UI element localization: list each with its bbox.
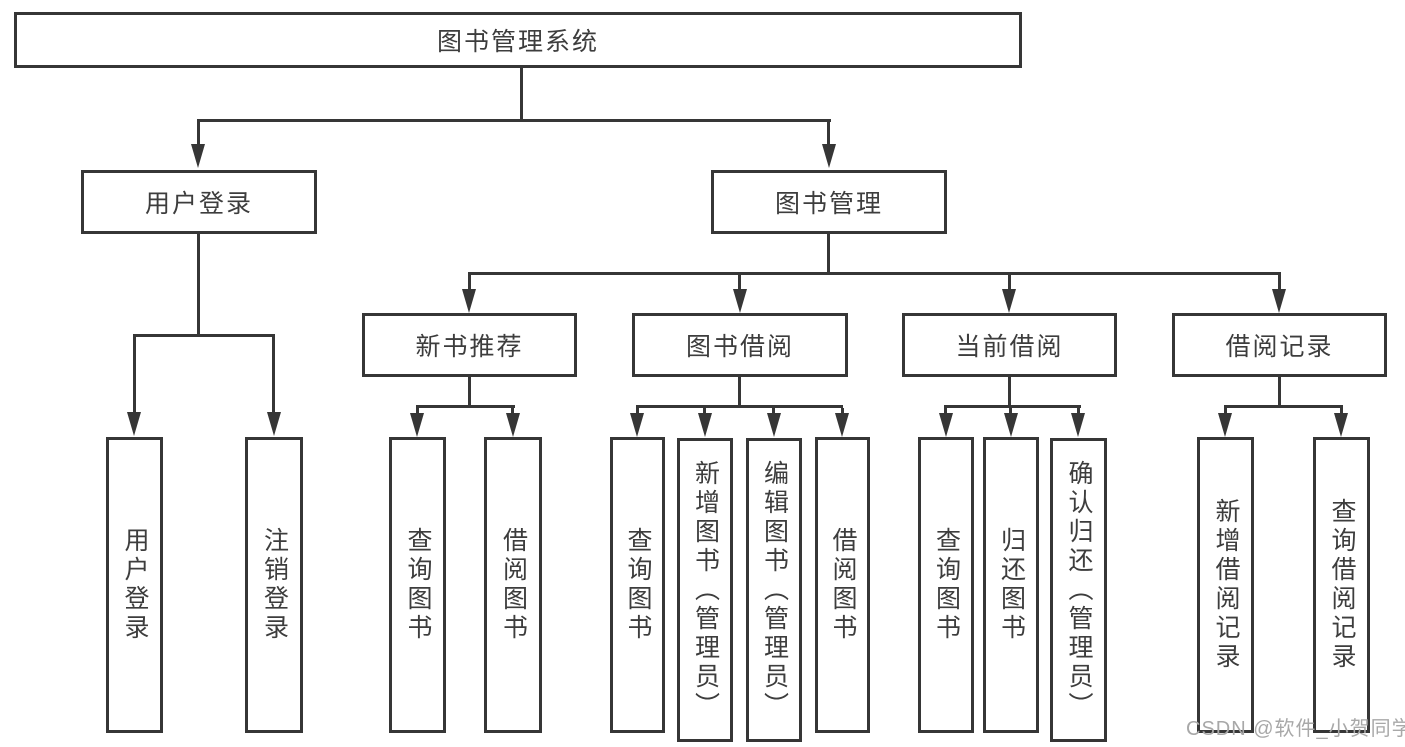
connector-borrow-rail	[636, 405, 843, 408]
node-book-management: 图书管理	[711, 170, 947, 234]
arrow-down-icon	[835, 413, 849, 437]
connector-current-stem-3	[1077, 408, 1080, 414]
arrow-down-icon	[191, 144, 205, 168]
connector-level3-rail	[468, 272, 1281, 275]
connector-level3-stem-4	[1278, 275, 1281, 289]
arrow-down-icon	[1218, 413, 1232, 437]
connector-recommend-drop	[468, 377, 471, 405]
leaf-user-login: 用户登录	[106, 437, 163, 733]
leaf-records-query-record-label: 查询借阅记录	[1328, 498, 1356, 672]
connector-current-stem-1	[944, 408, 947, 414]
arrow-down-icon	[767, 413, 781, 437]
leaf-current-return-books: 归还图书	[983, 437, 1039, 733]
connector-borrow-stem-4	[841, 408, 844, 414]
connector-current-stem-2	[1009, 408, 1012, 414]
arrow-down-icon	[267, 412, 281, 436]
arrow-down-icon	[410, 413, 424, 437]
arrow-down-icon	[1071, 413, 1085, 437]
arrow-down-icon	[630, 413, 644, 437]
leaf-borrow-edit-books-admin-label: 编辑图书（管理员）	[760, 459, 789, 721]
leaf-current-query-books: 查询图书	[918, 437, 974, 733]
leaf-borrow-query-books-label: 查询图书	[624, 527, 652, 643]
arrow-down-icon	[733, 289, 747, 313]
leaf-current-query-books-label: 查询图书	[932, 527, 961, 643]
arrow-down-icon	[1334, 413, 1348, 437]
connector-book-management-drop	[827, 234, 830, 272]
node-user-login: 用户登录	[81, 170, 317, 234]
node-current-borrow: 当前借阅	[902, 313, 1117, 377]
leaf-current-confirm-return-admin: 确认归还（管理员）	[1050, 438, 1107, 742]
arrow-down-icon	[127, 412, 141, 436]
leaf-logout: 注销登录	[245, 437, 303, 733]
node-new-book-recommend: 新书推荐	[362, 313, 577, 377]
connector-level2-left-stem	[197, 122, 200, 146]
connector-level3-stem-1	[468, 275, 471, 289]
connector-records-rail	[1224, 405, 1343, 408]
leaf-borrow-borrow-books: 借阅图书	[815, 437, 870, 733]
connector-borrow-stem-2	[703, 408, 706, 414]
arrow-down-icon	[939, 413, 953, 437]
arrow-down-icon	[506, 413, 520, 437]
arrow-down-icon	[822, 144, 836, 168]
arrow-down-icon	[1272, 289, 1286, 313]
arrow-down-icon	[462, 289, 476, 313]
leaf-borrow-query-books: 查询图书	[610, 437, 665, 733]
connector-user-login-rail	[133, 334, 275, 337]
connector-records-stem-2	[1340, 408, 1343, 414]
leaf-borrow-add-books-admin-label: 新增图书（管理员）	[691, 459, 720, 721]
leaf-borrow-add-books-admin: 新增图书（管理员）	[677, 438, 733, 742]
node-root: 图书管理系统	[14, 12, 1022, 68]
node-book-borrow: 图书借阅	[632, 313, 848, 377]
leaf-user-login-label: 用户登录	[121, 527, 149, 643]
leaf-current-return-books-label: 归还图书	[997, 527, 1026, 643]
leaf-recommend-borrow-books-label: 借阅图书	[499, 527, 528, 643]
connector-user-login-stem-1	[133, 337, 136, 412]
arrow-down-icon	[1004, 413, 1018, 437]
node-borrow-records: 借阅记录	[1172, 313, 1387, 377]
connector-level2-right-stem	[827, 122, 830, 146]
connector-borrow-stem-1	[636, 408, 639, 414]
leaf-recommend-query-books-label: 查询图书	[404, 527, 432, 643]
leaf-borrow-borrow-books-label: 借阅图书	[829, 527, 857, 643]
connector-user-login-drop	[197, 234, 200, 337]
connector-user-login-stem-2	[272, 337, 275, 412]
arrow-down-icon	[698, 413, 712, 437]
leaf-records-add-record-label: 新增借阅记录	[1212, 498, 1240, 672]
connector-level2-rail	[197, 119, 831, 122]
connector-records-drop	[1278, 377, 1281, 405]
connector-root-drop	[520, 67, 523, 122]
connector-current-rail	[944, 405, 1081, 408]
connector-recommend-rail	[416, 405, 515, 408]
leaf-recommend-query-books: 查询图书	[389, 437, 446, 733]
connector-current-drop	[1008, 377, 1011, 405]
leaf-records-query-record: 查询借阅记录	[1313, 437, 1370, 733]
connector-recommend-stem-1	[416, 408, 419, 414]
leaf-current-confirm-return-admin-label: 确认归还（管理员）	[1065, 459, 1093, 721]
connector-borrow-stem-3	[772, 408, 775, 414]
watermark: CSDN @软件_小贺同学	[1186, 718, 1405, 740]
connector-recommend-stem-2	[511, 408, 514, 414]
leaf-logout-label: 注销登录	[260, 527, 289, 643]
connector-borrow-drop	[738, 377, 741, 405]
arrow-down-icon	[1002, 289, 1016, 313]
connector-records-stem-1	[1224, 408, 1227, 414]
connector-level3-stem-2	[738, 275, 741, 289]
leaf-borrow-edit-books-admin: 编辑图书（管理员）	[746, 438, 802, 742]
connector-level3-stem-3	[1008, 275, 1011, 289]
leaf-recommend-borrow-books: 借阅图书	[484, 437, 542, 733]
leaf-records-add-record: 新增借阅记录	[1197, 437, 1254, 733]
